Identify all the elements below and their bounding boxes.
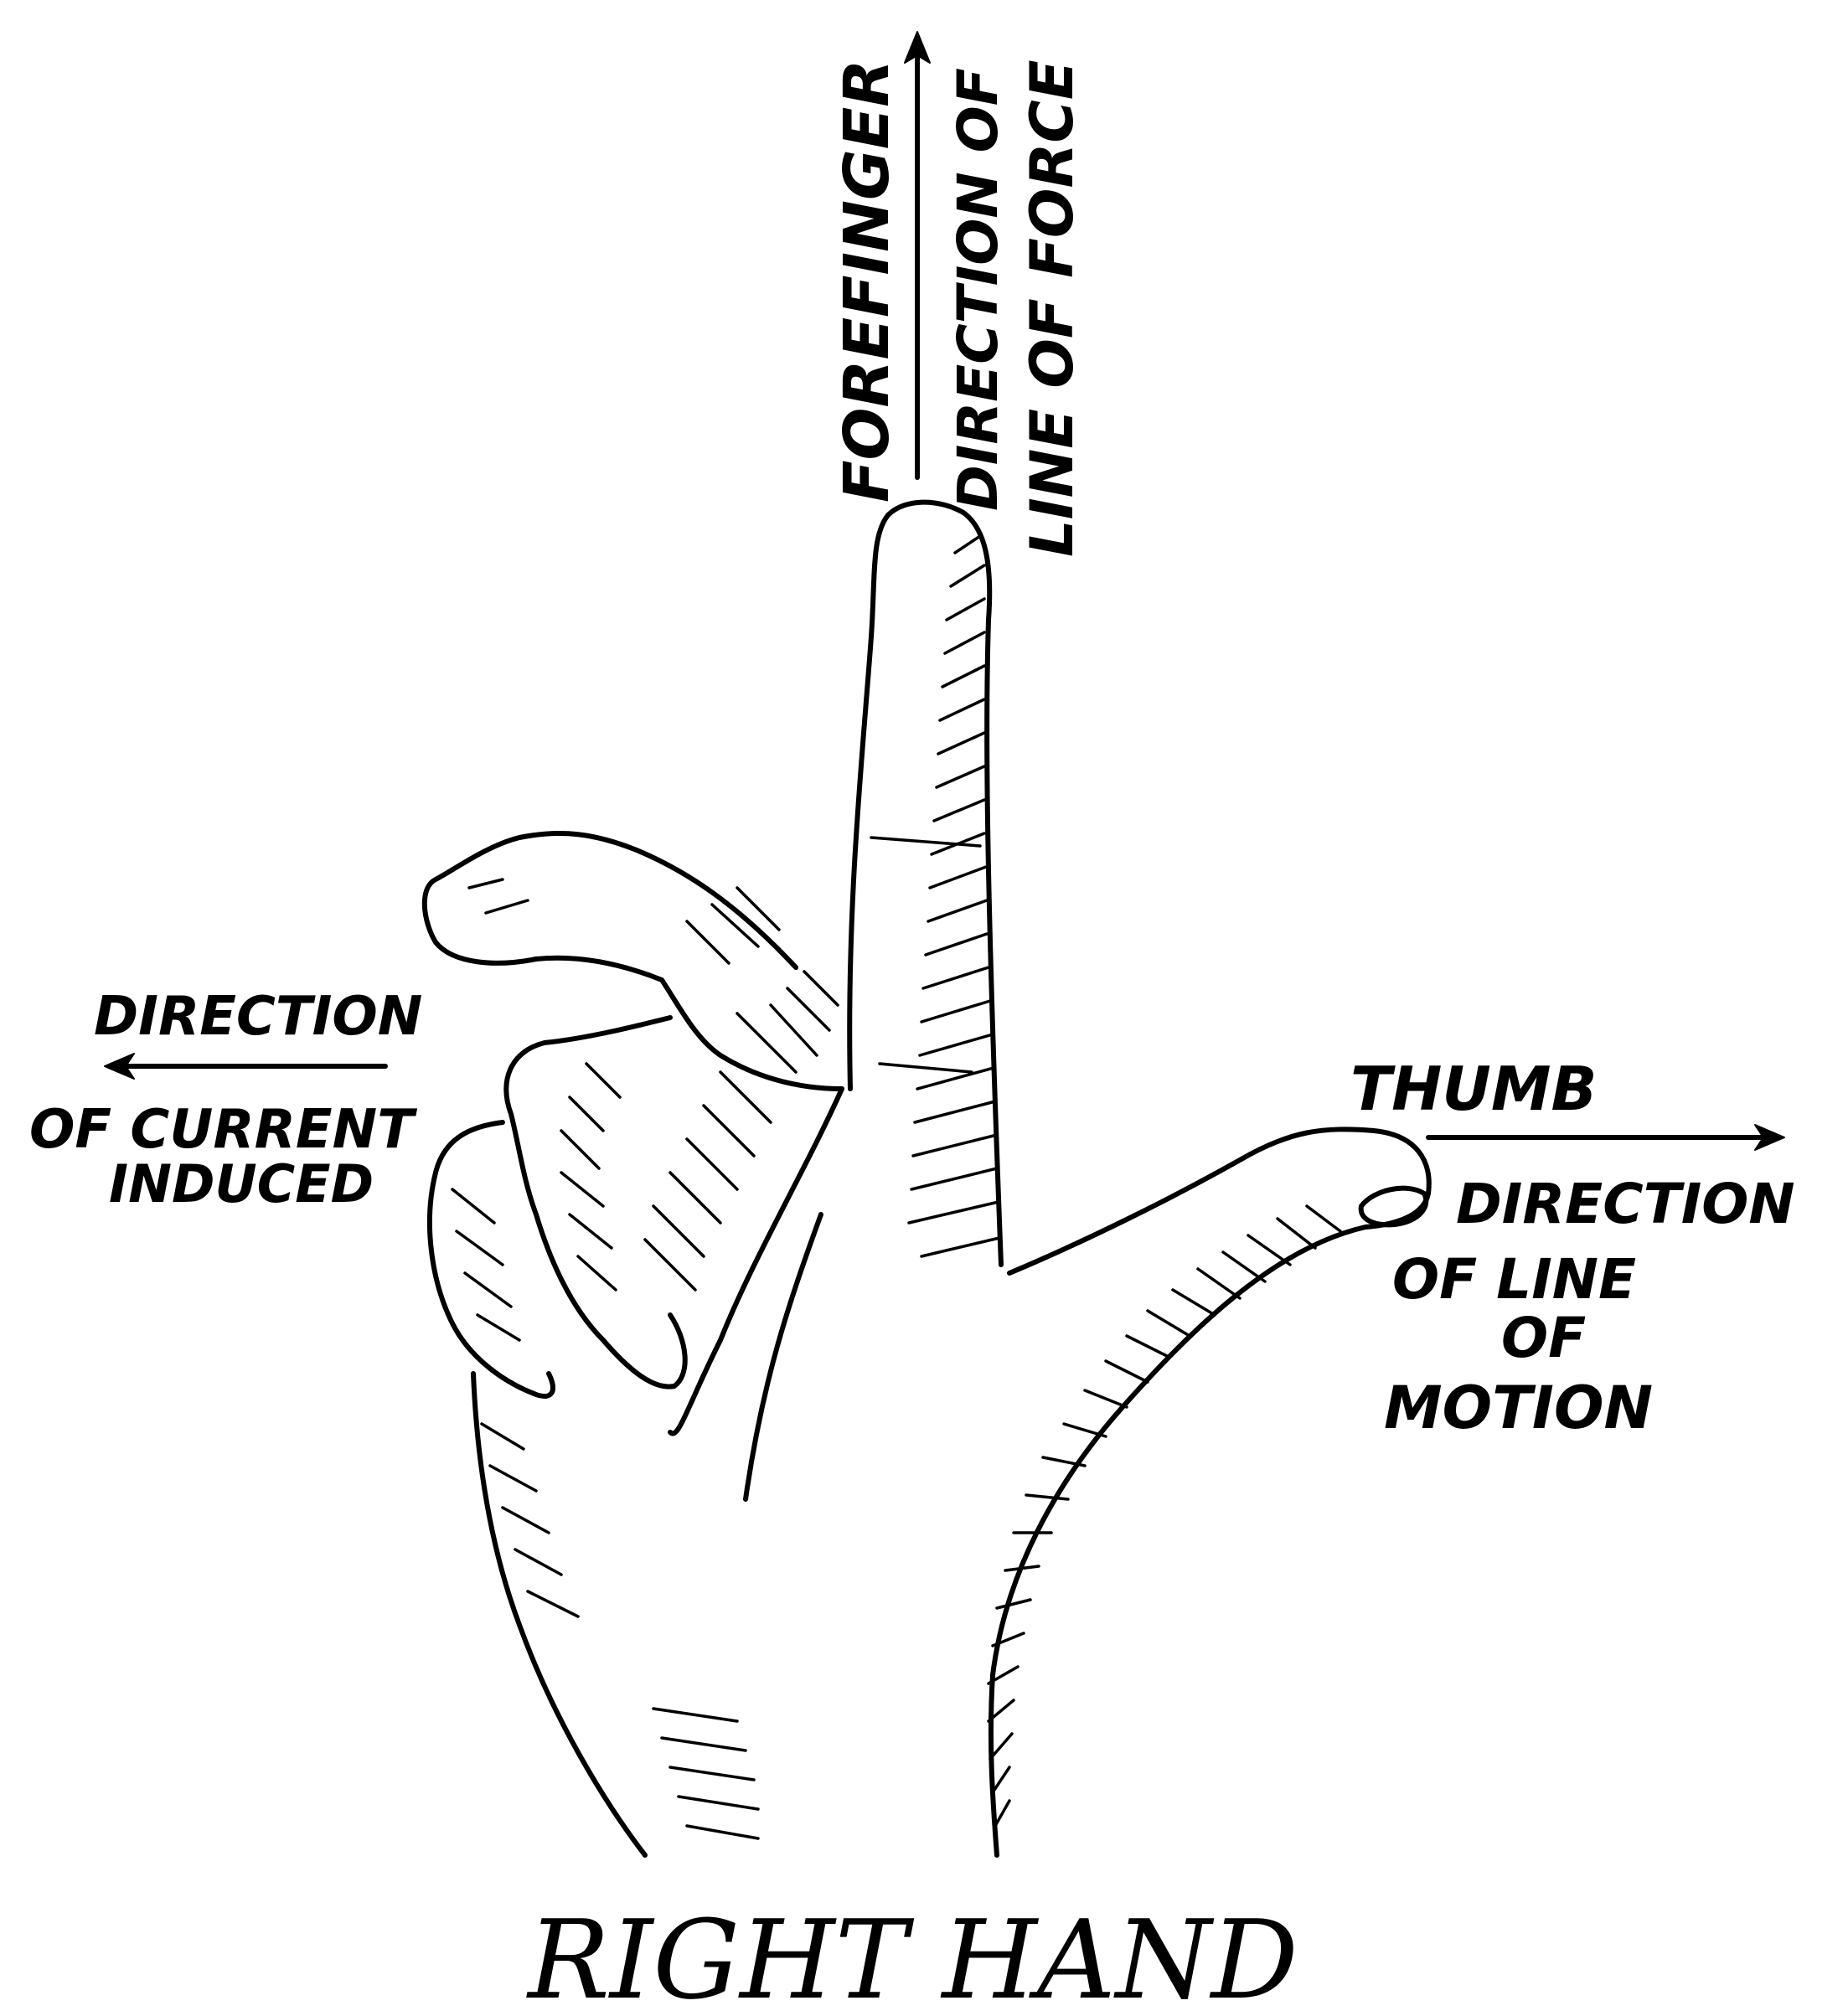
thumb-of-line-label: OF LINE (1392, 1247, 1636, 1312)
thumb-motion-label: MOTION (1384, 1374, 1653, 1442)
current-of-current-label: OF CURRENT (29, 1099, 417, 1161)
palm-outline (473, 1374, 645, 1855)
forefinger-line-of-force-label: LINE OF FORCE (1018, 59, 1087, 557)
right-hand-illustration (425, 503, 1429, 1855)
knuckle-crease (662, 980, 842, 1089)
current-direction-label: DIRECTION (94, 986, 422, 1048)
palm-crease (670, 1089, 842, 1434)
thumb-hatching (989, 1206, 1340, 1826)
current-arrow (105, 1054, 385, 1079)
forefinger-hatching (871, 536, 999, 1256)
forefinger-arrow (905, 32, 930, 477)
thumb-nail (1361, 1188, 1427, 1225)
thumb-of-label: OF (1501, 1306, 1586, 1370)
diagram-caption: RIGHT HAND (526, 1896, 1298, 2016)
current-induced-label: INDUCED (109, 1153, 374, 1214)
forefinger-outline (849, 503, 1001, 1265)
thumb-label: THUMB (1350, 1054, 1597, 1124)
little-finger-outline (430, 1122, 553, 1396)
thumb-outline (991, 1129, 1429, 1855)
forefinger-label: FOREFINGER (831, 59, 903, 503)
thumb-arrow (1428, 1125, 1784, 1150)
thumb-direction-label: DIRECTION (1456, 1172, 1795, 1236)
forefinger-direction-label: DIRECTION OF (946, 68, 1010, 511)
middle-finger-outline (425, 833, 796, 980)
